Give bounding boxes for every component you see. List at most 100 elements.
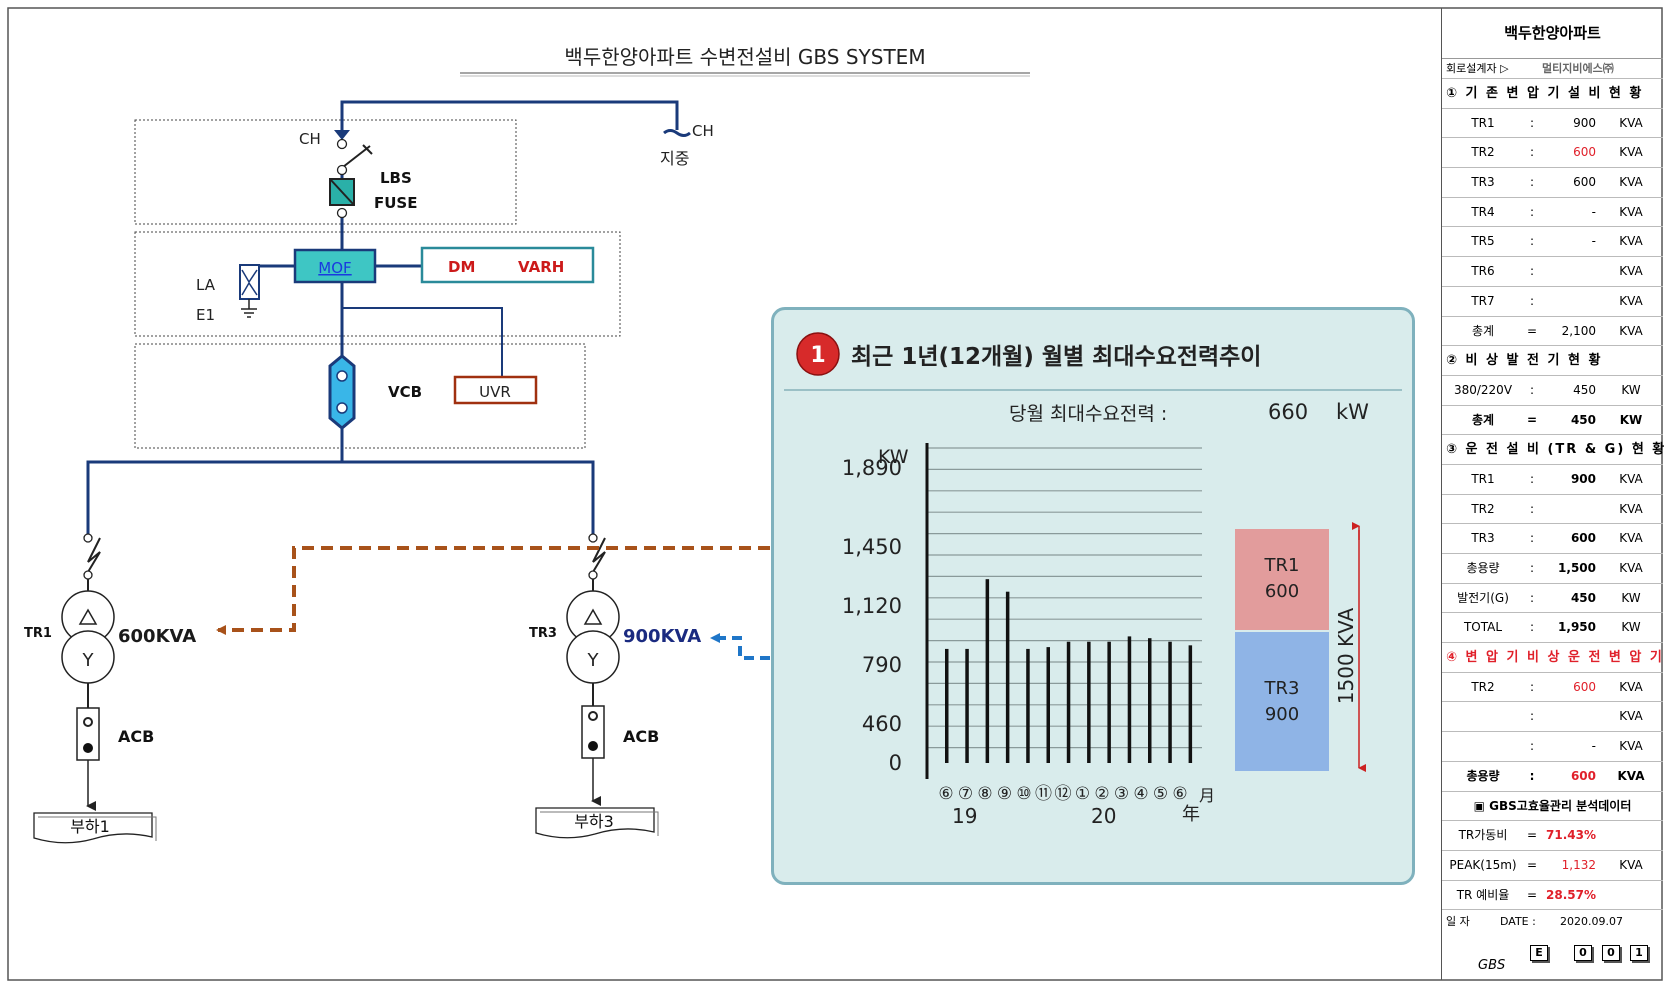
y-tick-label: 1,890 <box>842 456 902 480</box>
total-capacity-label: 1500 KVA <box>1334 607 1358 704</box>
sec1rows-row: TR7:KVA <box>1442 287 1663 317</box>
y-tick-label: 0 <box>889 751 902 775</box>
analysis-heading-row: ▣ GBS고효율관리 분석데이터 <box>1442 792 1663 822</box>
code-box-1: E <box>1530 945 1548 962</box>
tr3-transformer-icon: Y <box>566 590 620 684</box>
month-label: ⑥ <box>938 784 953 804</box>
section2-heading: ② 비 상 발 전 기 현 황 <box>1446 353 1603 369</box>
year-19-label: 19 <box>952 804 977 828</box>
section1-heading: ① 기 존 변 압 기 설 비 현 황 <box>1446 86 1644 101</box>
month-label: ⑨ <box>997 784 1012 804</box>
tr3-box-name: TR3 <box>1264 678 1300 699</box>
month-label: ① <box>1075 784 1090 804</box>
code-box-2: 0 <box>1574 945 1592 962</box>
load1-box <box>33 812 157 844</box>
bar-month-1 <box>1087 641 1091 763</box>
fuse-icon <box>329 178 355 206</box>
tr3-capacity-box <box>1235 632 1329 771</box>
sec4rows-row: :KVA <box>1442 702 1663 733</box>
chart-bars <box>945 579 1193 763</box>
chart-heading: 최근 1년(12개월) 월별 최대수요전력추이 <box>851 344 1261 370</box>
y-tick-label: 460 <box>862 712 902 736</box>
bar-month-4 <box>1148 638 1152 763</box>
sec1rows-row: TR5:-KVA <box>1442 227 1663 258</box>
info-sidebar: 백두한양아파트 회로설계자 ▷ 멀티지비에스㈜ ① 기 존 변 압 기 설 비 … <box>1441 8 1667 980</box>
bar-month-10 <box>1026 648 1030 763</box>
current-peak-unit: kW <box>1336 400 1369 424</box>
section3-heading: ③ 운 전 설 비 (TR & G) 현 황 <box>1446 442 1667 458</box>
la-label: LA <box>196 276 216 294</box>
tr1-box-name: TR1 <box>1264 555 1300 576</box>
ch-right-label: CH <box>692 122 714 140</box>
mof-box[interactable] <box>293 248 377 284</box>
varh-label: VARH <box>518 258 564 276</box>
svg-text:Y: Y <box>82 650 95 671</box>
demand-chart-panel: 1 최근 1년(12개월) 월별 최대수요전력추이 당월 최대수요전력 : 66… <box>771 307 1415 885</box>
fuse-label: FUSE <box>374 194 417 212</box>
bar-month-2 <box>1107 641 1111 763</box>
month-label: ⑪ <box>1035 784 1052 804</box>
svg-text:Y: Y <box>587 650 600 671</box>
current-peak-label: 당월 최대수요전력 : <box>1009 403 1167 425</box>
anarows-row: TR가동비=71.43% <box>1442 821 1663 851</box>
section1-total-row: 총계 = 2,100 KVA <box>1442 317 1663 347</box>
bar-month-3 <box>1127 636 1132 763</box>
sec1rows-row: TR6:KVA <box>1442 257 1663 287</box>
tr1-capacity-label: 600KVA <box>118 626 196 647</box>
tr1-link-arrow <box>216 546 1245 635</box>
bar-month-11 <box>1046 647 1050 763</box>
date-label: 일 자 <box>1446 915 1470 929</box>
sec1rows-row: TR4:-KVA <box>1442 198 1663 228</box>
underground-label: 지중 <box>660 149 689 168</box>
code-box-3: 0 <box>1602 945 1620 962</box>
designer-value: 멀티지비에스㈜ <box>1542 62 1614 75</box>
e1-label: E1 <box>196 306 215 324</box>
incoming-feeder <box>340 100 679 131</box>
designer-label: 회로설계자 ▷ <box>1446 62 1509 75</box>
month-label: ⑧ <box>977 784 992 804</box>
year-suffix: 年 <box>1182 804 1200 825</box>
mof-label[interactable]: MOF <box>318 259 351 277</box>
month-suffix: 月 <box>1199 786 1215 805</box>
load1-label: 부하1 <box>70 817 110 836</box>
year-20-label: 20 <box>1091 804 1116 828</box>
date-value: 2020.09.07 <box>1560 915 1623 929</box>
date-row: 일 자 DATE : 2020.09.07 <box>1442 910 1663 934</box>
tr1-acb-icon <box>76 707 100 761</box>
month-label: ⑤ <box>1153 784 1168 804</box>
analysis-heading: ▣ GBS고효율관리 분석데이터 <box>1473 798 1632 813</box>
load3-box <box>535 807 659 839</box>
badge-icon <box>796 332 840 376</box>
month-label: ⑥ <box>1172 784 1187 804</box>
sec3rows-row: TR2:KVA <box>1442 495 1663 525</box>
y-axis-unit: KW <box>878 446 909 468</box>
bar-month-8 <box>985 579 990 763</box>
month-label: ② <box>1094 784 1109 804</box>
dm-varh-box <box>420 246 595 284</box>
y-tick-label: 1,450 <box>842 535 902 559</box>
month-label: ⑩ <box>1016 784 1031 804</box>
month-label: ③ <box>1114 784 1129 804</box>
sec4rows-row: :-KVA <box>1442 732 1663 762</box>
tr1-capacity-box <box>1235 529 1329 630</box>
y-tick-label: 1,120 <box>842 594 902 618</box>
vcb-breaker-icon <box>328 354 356 430</box>
tr3-link-arrow <box>710 633 1250 660</box>
tr3-box-value: 900 <box>1265 704 1299 725</box>
tr3-branch <box>588 533 606 591</box>
tr3-name-label: TR3 <box>529 626 557 641</box>
code-box-4: 1 <box>1630 945 1648 962</box>
low-voltage-bus <box>86 460 595 535</box>
anarows-row: TR 예비율=28.57% <box>1442 881 1663 911</box>
lightning-arrester-icon <box>239 264 260 318</box>
section3-heading-row: ③ 운 전 설 비 (TR & G) 현 황 <box>1442 435 1667 465</box>
